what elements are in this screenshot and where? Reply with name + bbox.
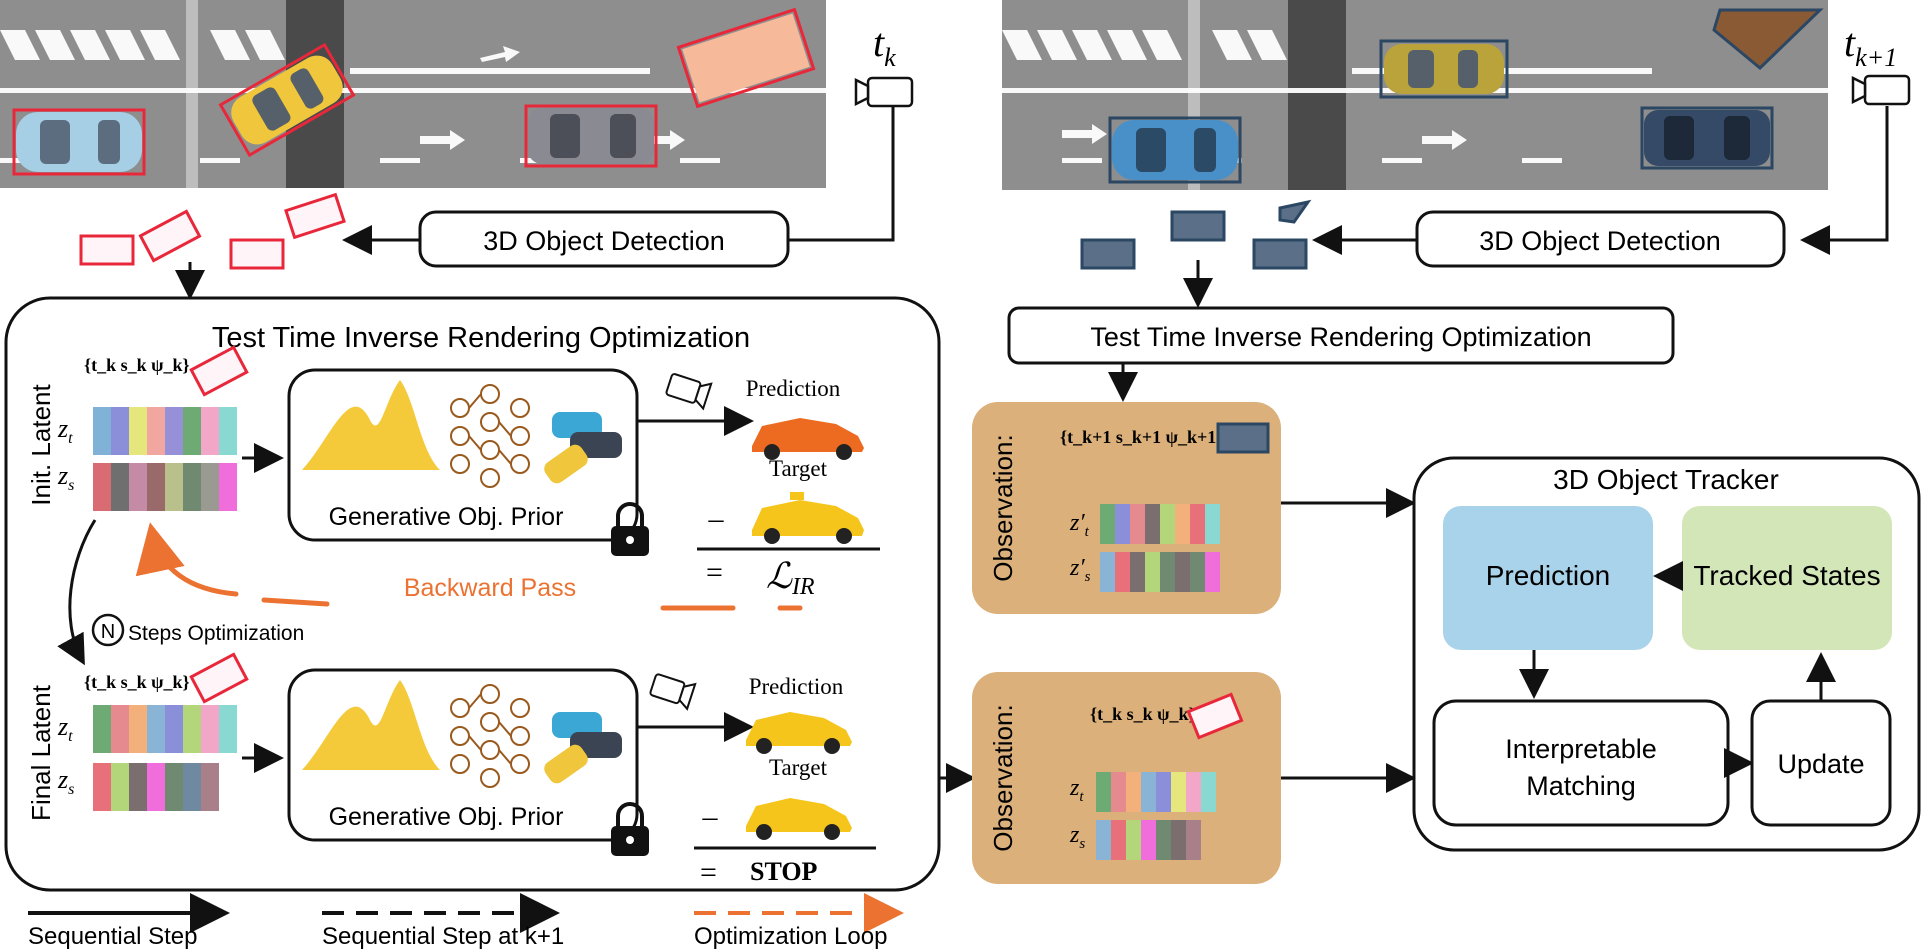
optimization-box-right: Test Time Inverse Rendering Optimization xyxy=(1007,306,1675,365)
camera-tk1: tk+1 xyxy=(1844,20,1911,106)
car-taxi-target-top xyxy=(752,492,864,544)
generative-prior-bottom: Generative Obj. Prior xyxy=(287,668,649,856)
legend-optimization-loop: Optimization Loop xyxy=(694,923,887,950)
zs-prime: z′s xyxy=(1069,555,1091,585)
tracked-states-label: Tracked States xyxy=(1693,560,1880,591)
camera-icon-bottom xyxy=(649,673,697,711)
time-label-tk1: tk+1 xyxy=(1844,20,1897,72)
observation-pose-bottom: {t_k s_k ψ_k} xyxy=(1090,704,1196,724)
latent-zt-init xyxy=(93,407,237,455)
tracked-states-box xyxy=(1682,506,1892,650)
car-blue-left xyxy=(12,108,146,176)
camera-icon-top xyxy=(665,373,713,411)
backward-pass-label: Backward Pass xyxy=(404,574,576,602)
time-label-tk: tk xyxy=(873,20,896,72)
init-latent-label: Init. Latent xyxy=(26,384,56,506)
detected-boxes-blue xyxy=(1080,199,1312,270)
zt-init: zt xyxy=(57,414,73,447)
camera-tk: tk xyxy=(854,20,914,108)
zs-bottom: zs xyxy=(1069,822,1085,852)
car-dark-right xyxy=(1640,106,1774,170)
latent-zs-final xyxy=(93,763,219,811)
loss-label: ℒIR xyxy=(766,556,815,600)
car-taxi-left xyxy=(218,42,356,158)
detection-box-right: 3D Object Detection xyxy=(1415,210,1786,268)
car-gray-left xyxy=(524,104,658,168)
pose-label-final: {t_k s_k ψ_k} xyxy=(84,672,190,692)
optimization-title: Test Time Inverse Rendering Optimization xyxy=(212,322,750,354)
tracker-prediction-box xyxy=(1443,506,1653,650)
tracker-panel: 3D Object Tracker Prediction Tracked Sta… xyxy=(1412,456,1921,852)
zt-final: zt xyxy=(57,712,73,745)
stop-label: STOP xyxy=(750,857,818,886)
legend-sequential-k1: Sequential Step at k+1 xyxy=(322,923,564,950)
lock-icon xyxy=(611,802,649,856)
update-label: Update xyxy=(1777,749,1864,779)
car-blue-right xyxy=(1108,116,1242,184)
pose-label-init: {t_k s_k ψ_k} xyxy=(84,355,190,375)
observation-panel-bottom: Observation: {t_k s_k ψ_k} zt zs xyxy=(972,672,1281,884)
target-label-bottom: Target xyxy=(769,755,828,780)
latent-zs-bottom xyxy=(1096,820,1201,860)
zs-init: zs xyxy=(57,461,74,494)
observation-label-top: Observation: xyxy=(988,434,1018,581)
optimization-panel: Test Time Inverse Rendering Optimization xyxy=(4,296,941,892)
observation-panel-top: Observation: {t_k+1 s_k+1 ψ_k+1} z′t z′s xyxy=(972,402,1281,614)
optimization-title-right: Test Time Inverse Rendering Optimization xyxy=(1090,322,1591,352)
minus-bottom: – xyxy=(702,800,719,833)
observation-pose-top: {t_k+1 s_k+1 ψ_k+1} xyxy=(1060,427,1223,447)
prediction-label-bottom: Prediction xyxy=(749,674,844,699)
prior-label-top: Generative Obj. Prior xyxy=(329,503,564,531)
steps-optimization-label: Steps Optimization xyxy=(128,622,304,645)
detection-box-left: 3D Object Detection xyxy=(418,210,790,268)
car-taxi-prediction xyxy=(746,712,852,754)
truck-right xyxy=(1712,8,1824,71)
truck-left xyxy=(676,7,816,109)
detected-boxes-red xyxy=(79,192,346,270)
latent-zs-init xyxy=(93,463,237,511)
observation-label-bottom: Observation: xyxy=(988,704,1018,851)
tracker-prediction-label: Prediction xyxy=(1486,560,1611,591)
zs-final: zs xyxy=(57,765,74,798)
final-latent-label: Final Latent xyxy=(26,684,56,821)
legend: Sequential Step Sequential Step at k+1 O… xyxy=(28,893,904,950)
lock-icon xyxy=(611,502,649,556)
scene-tk1 xyxy=(1002,0,1828,190)
equals-top: = xyxy=(706,556,723,589)
car-orange-prediction xyxy=(752,418,864,460)
legend-sequential: Sequential Step xyxy=(28,923,197,950)
prediction-label-top: Prediction xyxy=(746,376,841,401)
matching-label-2: Matching xyxy=(1526,771,1636,801)
detection-label-left: 3D Object Detection xyxy=(483,226,725,256)
matching-label-1: Interpretable xyxy=(1505,734,1657,764)
car-taxi-target-bottom xyxy=(746,798,852,840)
zt-prime: z′t xyxy=(1069,510,1090,540)
minus-top: – xyxy=(708,502,725,535)
equals-bottom: = xyxy=(700,856,717,889)
target-label-top: Target xyxy=(769,456,828,481)
latent-zt-bottom xyxy=(1096,772,1216,812)
backward-pass-arrow xyxy=(135,522,803,611)
detection-label-right: 3D Object Detection xyxy=(1479,226,1721,256)
n-circle-label: N xyxy=(101,621,115,643)
generative-prior-top: Generative Obj. Prior xyxy=(287,368,649,556)
zt-bottom: zt xyxy=(1069,775,1084,805)
latent-zt-final xyxy=(93,705,237,753)
n-circle-icon xyxy=(91,613,125,647)
scene-tk xyxy=(0,0,826,188)
tracker-title: 3D Object Tracker xyxy=(1553,464,1779,495)
car-taxi-right xyxy=(1379,39,1509,99)
latent-zt-prime xyxy=(1100,504,1220,544)
latent-zs-prime xyxy=(1100,552,1220,592)
prior-label-bottom: Generative Obj. Prior xyxy=(329,803,564,831)
